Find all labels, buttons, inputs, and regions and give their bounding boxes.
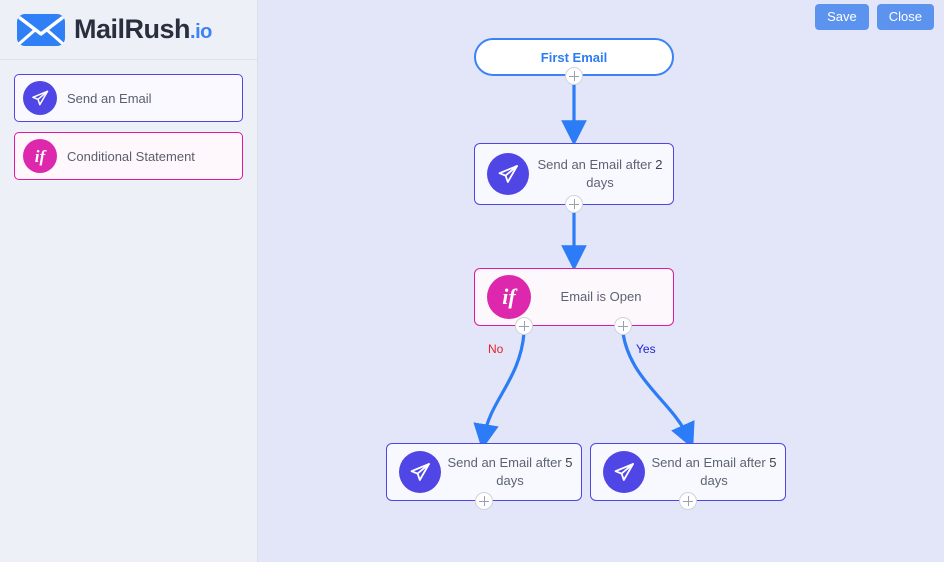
node-delay-value: 2 (655, 157, 663, 173)
paper-plane-glyph (410, 463, 430, 481)
node-delay-value: 5 (769, 455, 777, 471)
paper-plane-icon (487, 153, 529, 195)
node-email-is-open[interactable]: if Email is Open (474, 268, 674, 326)
paper-plane-icon (603, 451, 645, 493)
add-step-handle-condition-yes[interactable] (614, 317, 632, 335)
add-step-handle-condition-no[interactable] (515, 317, 533, 335)
palette-item-label: Conditional Statement (67, 148, 195, 164)
branch-label-no: No (488, 342, 504, 356)
brand-header: MailRush.io (0, 0, 257, 60)
palette-item-label: Send an Email (67, 90, 152, 106)
brand-tld: .io (190, 21, 212, 43)
branch-label-yes: Yes (636, 342, 656, 356)
close-button[interactable]: Close (876, 4, 934, 30)
node-label: Send an Email after 5 days (651, 454, 785, 489)
if-badge-icon: if (23, 139, 57, 173)
add-step-handle-email-5-days-no[interactable] (475, 492, 493, 510)
block-palette: Send an Email if Conditional Statement (0, 60, 257, 180)
add-step-handle-email-5-days-yes[interactable] (679, 492, 697, 510)
paper-plane-icon (399, 451, 441, 493)
node-delay-unit: days (586, 175, 614, 190)
node-delay-unit: days (700, 473, 728, 488)
node-send-email-5-days-no[interactable]: Send an Email after 5 days (386, 443, 582, 501)
if-glyph: if (502, 284, 516, 309)
envelope-icon (17, 13, 65, 46)
sidebar: MailRush.io Send an Email if Conditional… (0, 0, 258, 562)
node-label: Send an Email after 5 days (447, 454, 581, 489)
add-step-handle-first-email[interactable] (565, 67, 583, 85)
brand-name: MailRush (74, 14, 191, 44)
paper-plane-glyph (32, 90, 49, 106)
node-label-prefix: Send an Email after (447, 455, 562, 471)
canvas-toolbar: Save Close (815, 4, 934, 30)
node-label: Email is Open (560, 289, 642, 305)
if-badge-icon: if (487, 275, 531, 319)
node-label: Send an Email after 2 days (535, 156, 673, 191)
brand-wordmark: MailRush.io (74, 16, 212, 43)
node-first-email[interactable]: First Email (474, 38, 674, 76)
node-label-prefix: Send an Email after (651, 455, 766, 471)
node-delay-unit: days (496, 473, 524, 488)
node-title: First Email (540, 49, 608, 65)
if-glyph: if (34, 146, 46, 166)
save-button[interactable]: Save (815, 4, 869, 30)
node-label-prefix: Send an Email after (537, 157, 652, 173)
flow-canvas[interactable]: Save Close No Yes First Email (258, 0, 944, 562)
paper-plane-icon (23, 81, 57, 115)
paper-plane-glyph (498, 165, 518, 183)
node-delay-value: 5 (565, 455, 573, 471)
paper-plane-glyph (614, 463, 634, 481)
add-step-handle-email-2-days[interactable] (565, 195, 583, 213)
palette-item-conditional-statement[interactable]: if Conditional Statement (14, 132, 243, 180)
node-send-email-2-days[interactable]: Send an Email after 2 days (474, 143, 674, 205)
palette-item-send-an-email[interactable]: Send an Email (14, 74, 243, 122)
